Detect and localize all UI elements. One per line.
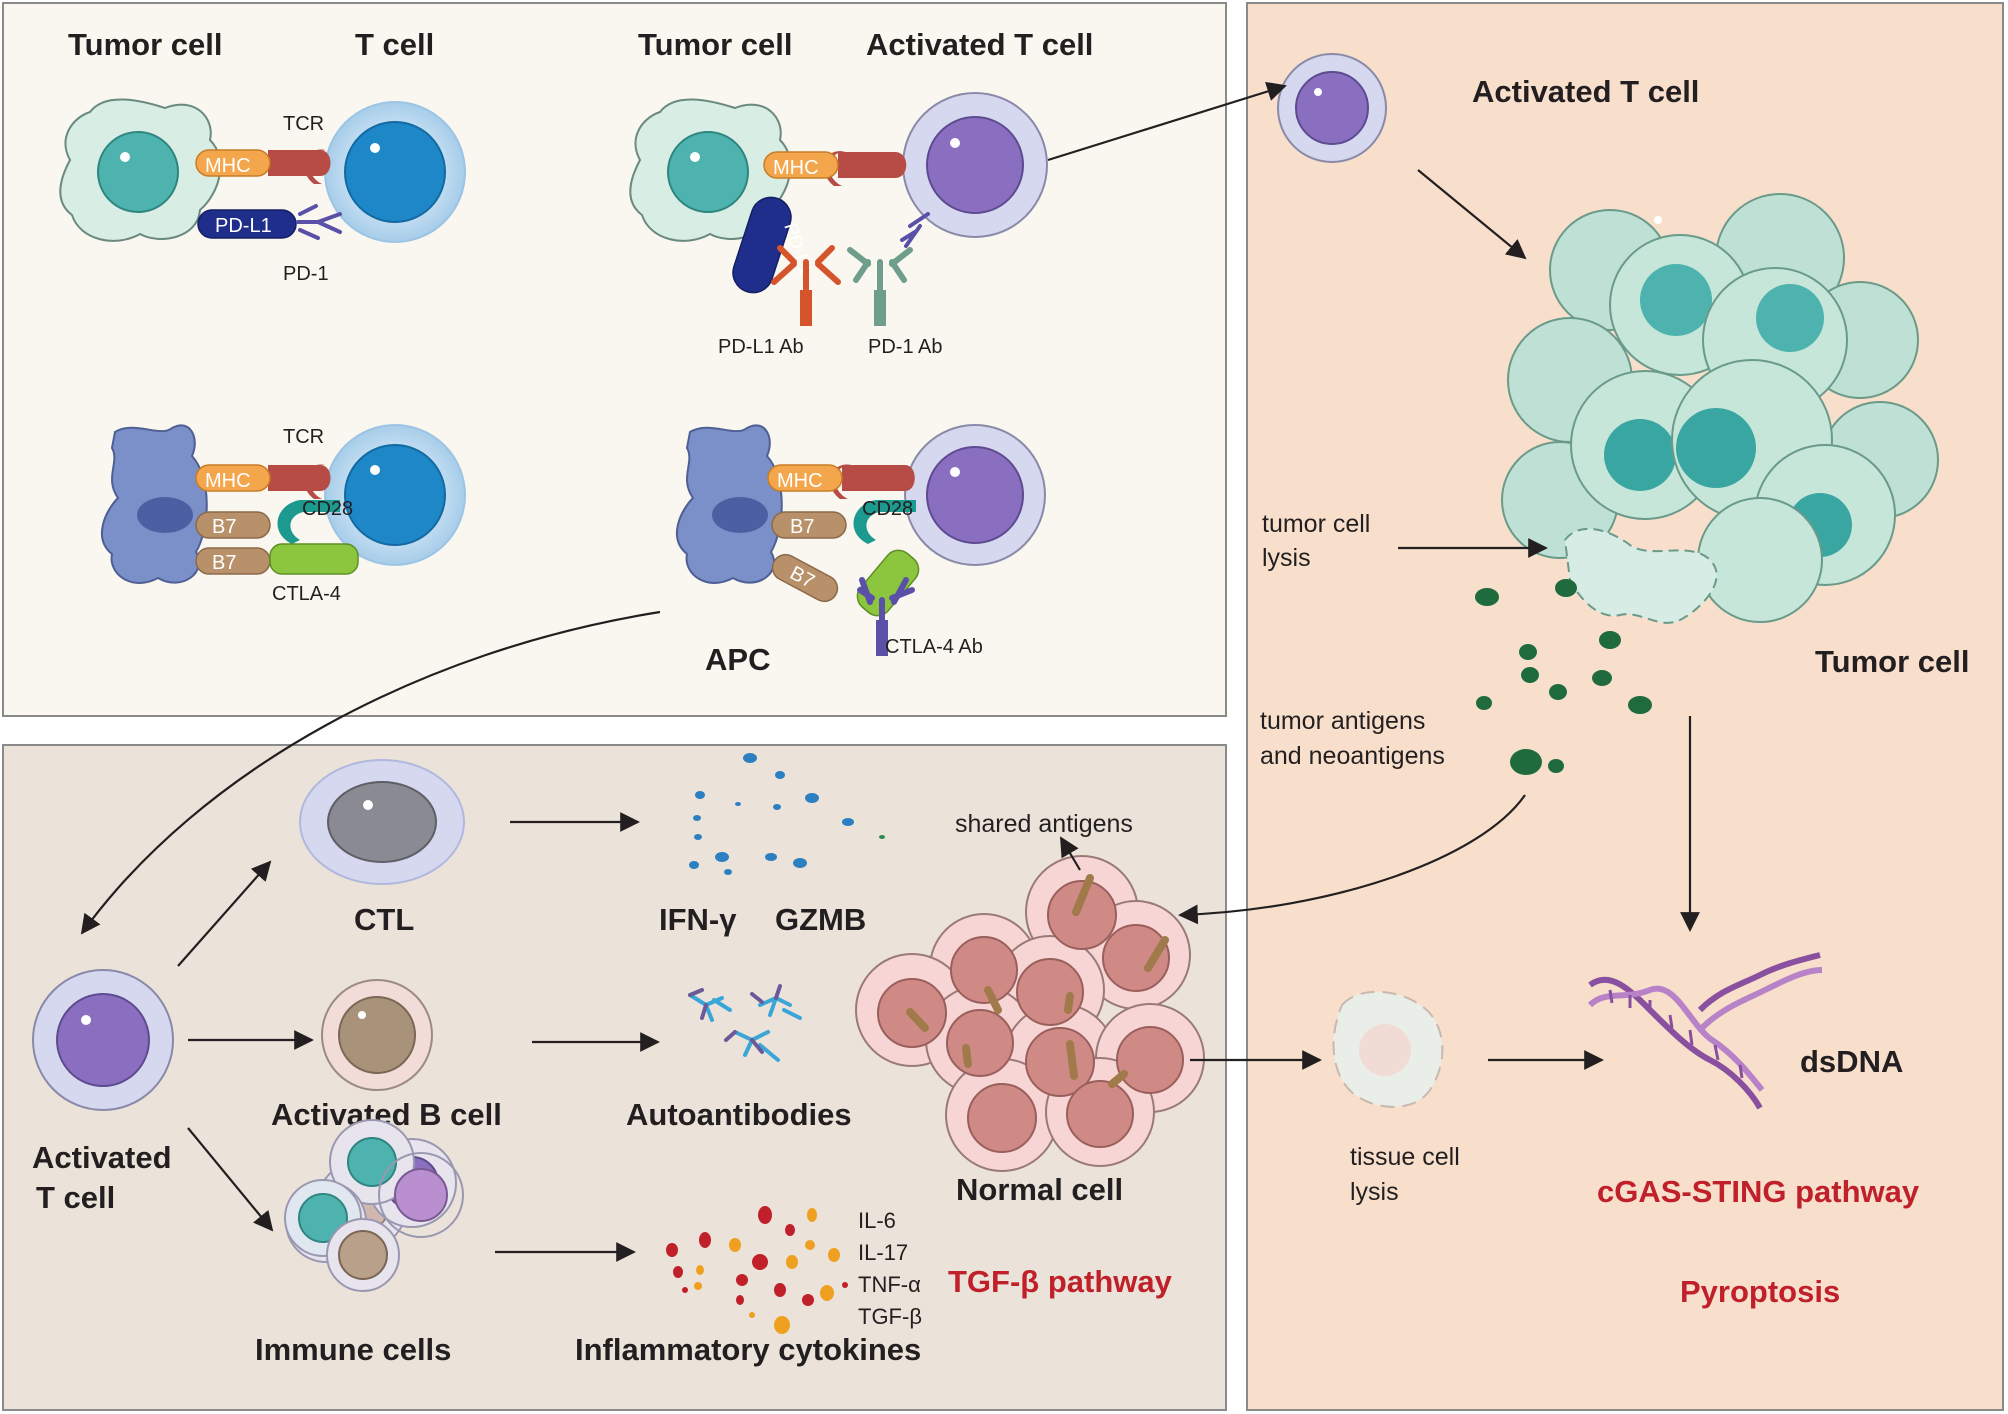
autoantibodies [688, 984, 802, 1062]
svg-text:B7: B7 [212, 516, 236, 538]
label-tumor-cell-lysis-1: tumor cell [1262, 510, 1370, 538]
pd1-antibody [847, 212, 930, 326]
activated-t-cell-4 [1277, 53, 1387, 163]
label-t-cell-1: T cell [355, 27, 434, 62]
label-cd28-1: CD28 [302, 498, 353, 520]
label-antigens-2: and neoantigens [1260, 742, 1445, 770]
mhc-tcr-1: MHC [195, 149, 331, 184]
label-pyroptosis: Pyroptosis [1680, 1274, 1840, 1309]
label-tgf-pathway: TGF-β pathway [948, 1264, 1173, 1299]
label-pd1-1: PD-1 [283, 263, 329, 285]
label-tumor-cell-2: Tumor cell [638, 27, 792, 62]
label-normal-cell: Normal cell [956, 1172, 1123, 1207]
ctla4-antibody [856, 549, 920, 656]
label-tcr-2: TCR [283, 426, 324, 448]
svg-text:B7: B7 [790, 516, 814, 538]
mhc-tcr-3: MHC [195, 464, 331, 499]
pdl1-antibody [771, 245, 841, 326]
normal-cells-cluster [855, 855, 1205, 1172]
label-apc: APC [705, 642, 770, 677]
svg-text:MHC: MHC [773, 157, 819, 179]
apc-cell-1 [101, 424, 208, 584]
ctl-cell [299, 759, 465, 885]
tumor-cell-1 [59, 98, 222, 242]
mhc-tcr-4: MHC [767, 464, 915, 499]
cytokine-dots [666, 1206, 848, 1334]
label-tumor-cell-lysis-2: lysis [1262, 544, 1311, 572]
label-tissue-lysis-2: lysis [1350, 1178, 1399, 1206]
tumor-mass [1501, 193, 1939, 624]
label-inflammatory-cytokines: Inflammatory cytokines [575, 1332, 921, 1367]
ifn-gzmb-dots [689, 753, 885, 875]
label-ctla4: CTLA-4 [272, 583, 341, 605]
label-autoantibodies: Autoantibodies [626, 1097, 852, 1132]
svg-text:MHC: MHC [205, 155, 251, 177]
t-cell-1 [324, 101, 466, 243]
label-pdl1-ab: PD-L1 Ab [718, 336, 804, 358]
label-cytokine-tgfb: TGF-β [858, 1304, 922, 1329]
tumor-cell-2 [629, 98, 792, 242]
label-cytokine-tnfa: TNF-α [858, 1272, 921, 1297]
label-antigens-1: tumor antigens [1260, 707, 1425, 735]
label-ctla4-ab: CTLA-4 Ab [885, 636, 983, 658]
label-cd28-2: CD28 [862, 498, 913, 520]
label-cgas-sting: cGAS-STING pathway [1597, 1174, 1920, 1209]
label-immune-cells: Immune cells [255, 1332, 451, 1367]
b7-cd28-1: B7 [195, 500, 340, 544]
label-tcr-1: TCR [283, 113, 324, 135]
label-ctl: CTL [354, 902, 414, 937]
b7-3: B7 [771, 553, 839, 603]
immune-cells-cluster [284, 1119, 464, 1292]
label-activated-t-cell-1: Activated T cell [866, 27, 1093, 62]
svg-text:B7: B7 [212, 552, 236, 574]
label-tumor-cell-1: Tumor cell [68, 27, 222, 62]
label-activated-t-cell-bottom-2: T cell [36, 1180, 115, 1215]
pdl1-pd1-1: PD-L1 [197, 204, 342, 240]
activated-t-cell-2 [902, 92, 1048, 238]
label-ifn-gamma: IFN-γ [659, 902, 737, 937]
activated-b-cell [321, 979, 433, 1091]
label-shared-antigens: shared antigens [955, 810, 1133, 838]
label-pd1-ab: PD-1 Ab [868, 336, 942, 358]
b7-ctla4-1: B7 [195, 543, 359, 575]
activated-t-cell-5 [32, 969, 174, 1111]
t-cell-3 [324, 424, 466, 566]
lysed-tissue-cell [1332, 990, 1444, 1108]
label-dsdna: dsDNA [1800, 1044, 1903, 1079]
label-activated-t-cell-bottom-1: Activated [32, 1140, 172, 1175]
arrows [80, 81, 1700, 1262]
dsdna-helix [1587, 952, 1823, 1110]
mhc-tcr-2: MHC [763, 151, 907, 186]
tumor-antigens [1475, 579, 1652, 775]
svg-text:MHC: MHC [777, 470, 823, 492]
apc-cell-2 [676, 424, 783, 584]
label-gzmb: GZMB [775, 902, 866, 937]
label-cytokine-il6: IL-6 [858, 1208, 896, 1233]
b7-cd28-2: B7 [771, 500, 916, 544]
label-activated-t-cell-right: Activated T cell [1472, 74, 1699, 109]
label-tissue-lysis-1: tissue cell [1350, 1143, 1460, 1171]
label-cytokine-il17: IL-17 [858, 1240, 908, 1265]
svg-text:MHC: MHC [205, 470, 251, 492]
label-tumor-cell-right: Tumor cell [1815, 644, 1969, 679]
svg-text:PD-L1: PD-L1 [215, 215, 272, 237]
activated-t-cell-3 [904, 424, 1046, 566]
